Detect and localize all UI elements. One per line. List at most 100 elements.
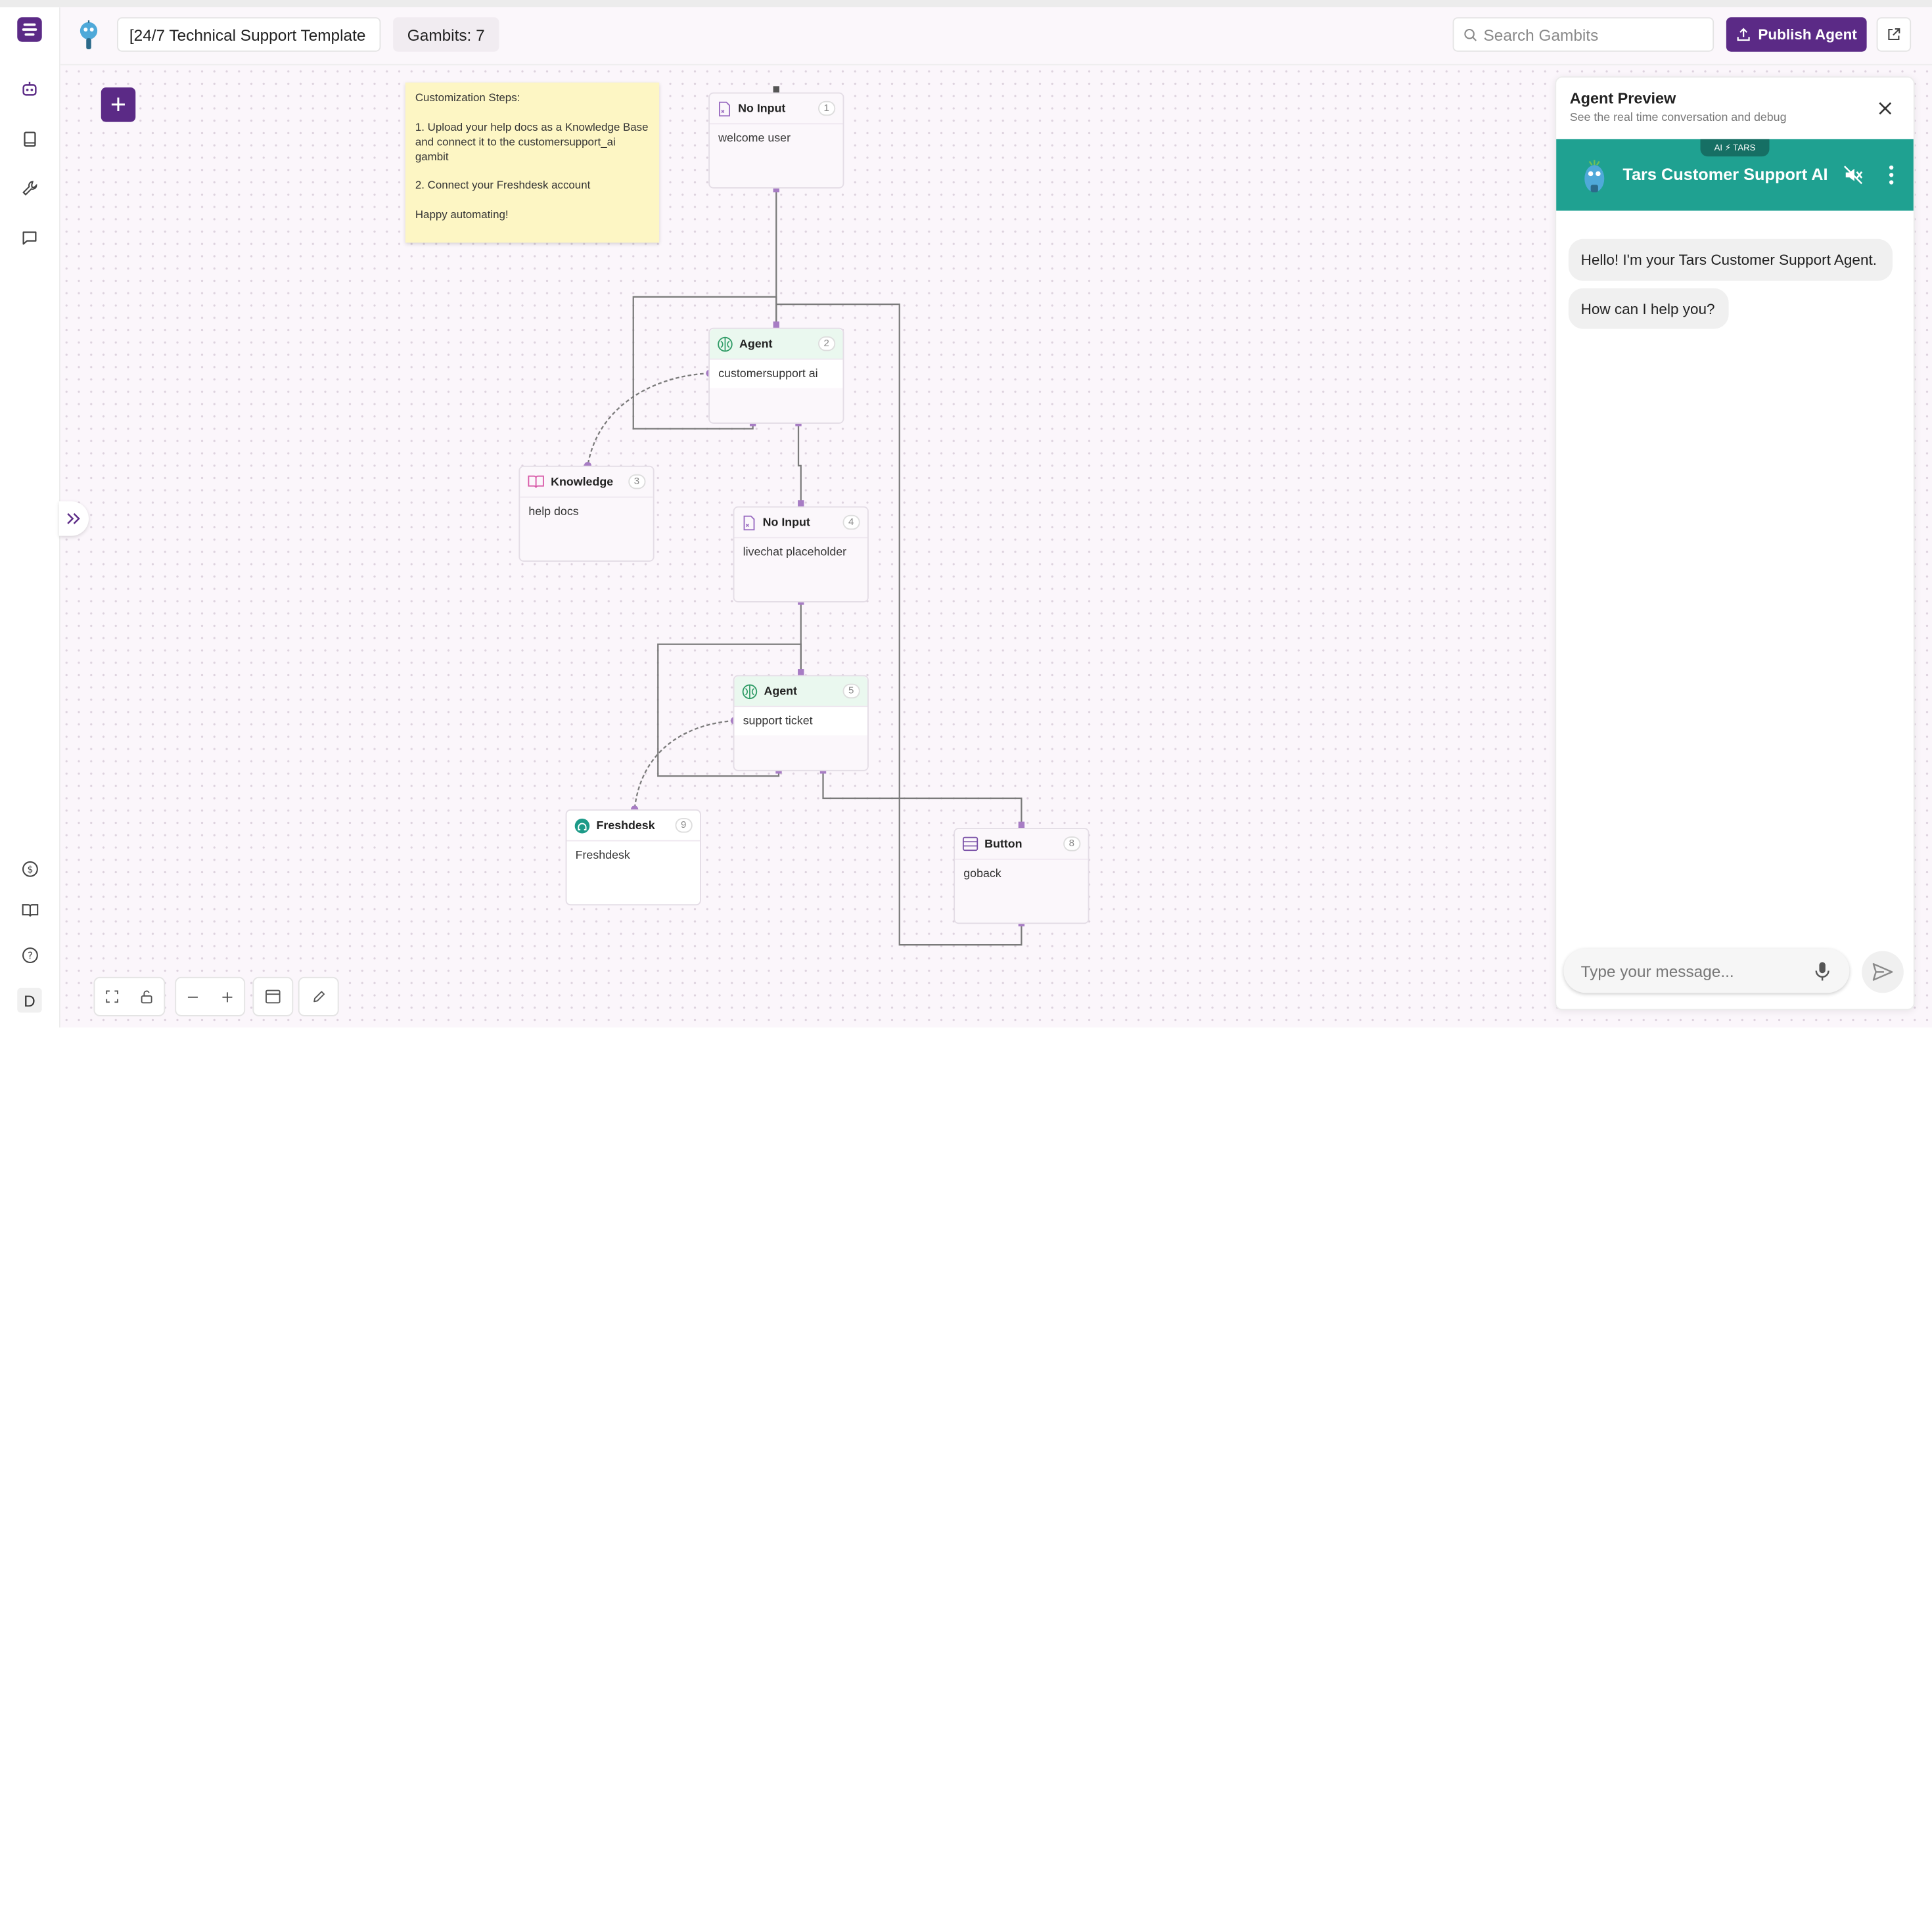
send-icon [1872,963,1893,981]
no-input-icon [743,514,755,530]
double-chevron-right-icon [67,513,80,524]
sidebar: $ ? D [0,7,60,1028]
layout-icon [265,989,281,1004]
chat-icon[interactable] [15,223,45,252]
edit-button[interactable] [305,983,332,1010]
expand-panel-button[interactable] [59,501,89,536]
close-preview-button[interactable] [1874,97,1897,120]
billing-icon[interactable]: $ [15,853,45,883]
bot-icon[interactable] [15,74,45,104]
window-top-edge [0,0,1932,8]
fullscreen-icon [106,990,118,1003]
node-number: 9 [674,818,693,833]
edit-control [298,976,339,1016]
node-livechat-placeholder[interactable]: No Input 4 livechat placeholder [733,506,869,602]
search-icon [1464,28,1477,41]
minus-icon [188,995,198,997]
knowledge-book-icon [528,475,544,488]
button-list-icon [962,836,978,851]
node-header: Freshdesk 9 [566,811,700,842]
layout-control [252,976,294,1016]
mute-button[interactable] [1842,164,1864,186]
bot-name: Tars Customer Support AI [1622,165,1828,184]
send-button[interactable] [1862,951,1904,993]
node-goback[interactable]: Button 8 goback [954,828,1090,924]
node-customersupport-ai[interactable]: Agent 2 customersupport ai [708,327,844,424]
node-type: Button [984,837,1023,851]
node-help-docs[interactable]: Knowledge 3 help docs [518,465,655,562]
close-icon [1879,102,1892,115]
book-icon[interactable] [15,124,45,154]
zoom-out-button[interactable] [179,983,206,1010]
microphone-icon [1815,962,1829,981]
publish-agent-label: Publish Agent [1758,26,1857,43]
lock-button[interactable] [133,983,160,1010]
ai-tars-badge: AI ⚡ TARS [1700,139,1770,157]
node-support-ticket[interactable]: Agent 5 support ticket [733,675,869,771]
template-title[interactable]: [24/7 Technical Support Template [117,17,381,52]
freshdesk-icon [574,818,590,833]
node-header: No Input 1 [710,94,843,125]
svg-text:$: $ [27,864,33,874]
node-type: No Input [738,101,786,116]
more-vertical-icon [1889,165,1894,185]
plus-icon [221,991,232,1002]
node-header: No Input 4 [734,508,867,539]
view-controls [93,976,166,1016]
node-label: livechat placeholder [743,545,847,560]
node-label: Freshdesk [575,848,630,863]
node-number: 3 [628,474,646,489]
unlock-icon [141,990,152,1004]
node-number: 1 [817,101,836,116]
chat-message: Hello! I'm your Tars Customer Support Ag… [1568,238,1893,281]
preview-title: Agent Preview [1569,89,1676,108]
node-type: Agent [764,684,797,698]
message-input[interactable]: Type your message... [1563,948,1850,993]
help-icon[interactable]: ? [15,940,45,970]
search-gambits-field[interactable]: Search Gambits [1452,17,1714,52]
microphone-button[interactable] [1810,959,1835,984]
no-input-icon [719,101,730,116]
layout-button[interactable] [260,983,287,1010]
svg-text:?: ? [27,949,32,961]
agent-brain-icon [718,336,733,351]
agent-preview-panel: Agent Preview See the real time conversa… [1555,76,1915,1010]
node-type: Agent [739,336,773,351]
more-options-button[interactable] [1884,164,1899,186]
pencil-icon [313,991,325,1003]
customization-note[interactable]: Customization Steps: 1. Upload your help… [405,82,660,243]
gambits-count-badge: Gambits: 7 [393,17,499,52]
logo-icon[interactable] [17,17,42,42]
wrench-icon[interactable] [15,173,45,203]
speaker-muted-icon [1844,166,1863,185]
zoom-in-button[interactable] [214,983,241,1010]
fit-view-button[interactable] [99,983,126,1010]
open-external-button[interactable] [1876,17,1912,52]
zoom-controls [175,976,246,1016]
agent-brain-icon [742,683,758,699]
node-header: Knowledge 3 [520,467,653,498]
node-number: 4 [842,514,860,530]
node-freshdesk[interactable]: Freshdesk 9 Freshdesk [565,809,701,906]
node-label: goback [963,867,1001,881]
node-label: support ticket [734,707,867,736]
external-link-icon [1888,28,1900,41]
node-label: welcome user [718,131,791,146]
agent-avatar-icon [78,20,100,52]
avatar[interactable]: D [17,987,42,1013]
node-header: Agent 5 [734,676,867,708]
node-header: Agent 2 [710,329,843,360]
docs-icon[interactable] [15,895,45,925]
publish-agent-button[interactable]: Publish Agent [1726,17,1867,52]
top-header: [24/7 Technical Support Template Gambits… [60,7,1932,66]
upload-icon [1737,28,1750,41]
node-type: No Input [762,515,810,530]
node-number: 2 [817,336,836,351]
search-placeholder: Search Gambits [1483,25,1599,44]
add-gambit-button[interactable]: + [101,87,136,122]
node-type: Knowledge [551,474,614,489]
preview-subtitle: See the real time conversation and debug [1569,110,1787,125]
node-welcome-user[interactable]: No Input 1 welcome user [708,92,844,189]
node-header: Button 8 [955,829,1088,860]
